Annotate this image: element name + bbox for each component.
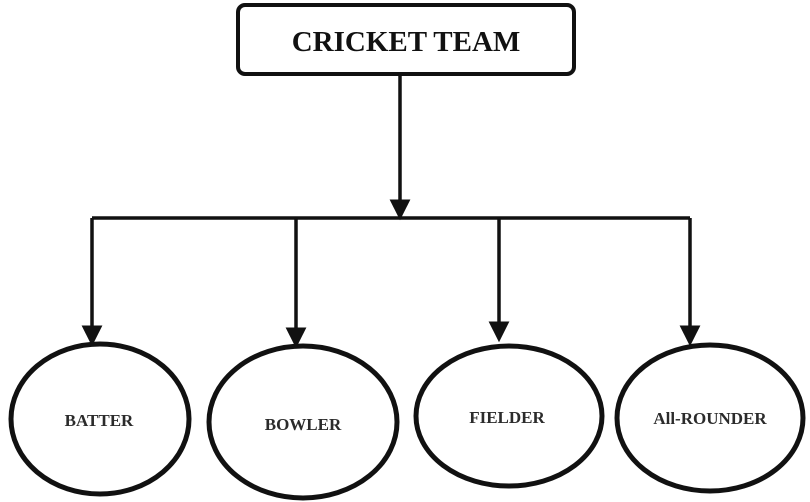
connectors <box>81 74 701 349</box>
all-rounder-ellipse <box>614 342 806 494</box>
fielder-ellipse <box>413 343 605 489</box>
batter-label: BATTER <box>65 411 134 430</box>
child-node-fielder: FIELDER <box>413 343 605 489</box>
root-label: CRICKET TEAM <box>292 26 521 58</box>
all-rounder-label: All-ROUNDER <box>653 409 767 428</box>
root-box <box>236 3 576 76</box>
child-node-all-rounder: All-ROUNDER <box>614 342 806 494</box>
bowler-label: BOWLER <box>265 415 342 434</box>
bowler-ellipse <box>206 343 400 501</box>
root-node: CRICKET TEAM <box>236 3 576 76</box>
child-node-batter: BATTER <box>8 341 192 497</box>
child-node-bowler: BOWLER <box>206 343 400 501</box>
fielder-label: FIELDER <box>469 408 545 427</box>
batter-ellipse <box>8 341 192 497</box>
